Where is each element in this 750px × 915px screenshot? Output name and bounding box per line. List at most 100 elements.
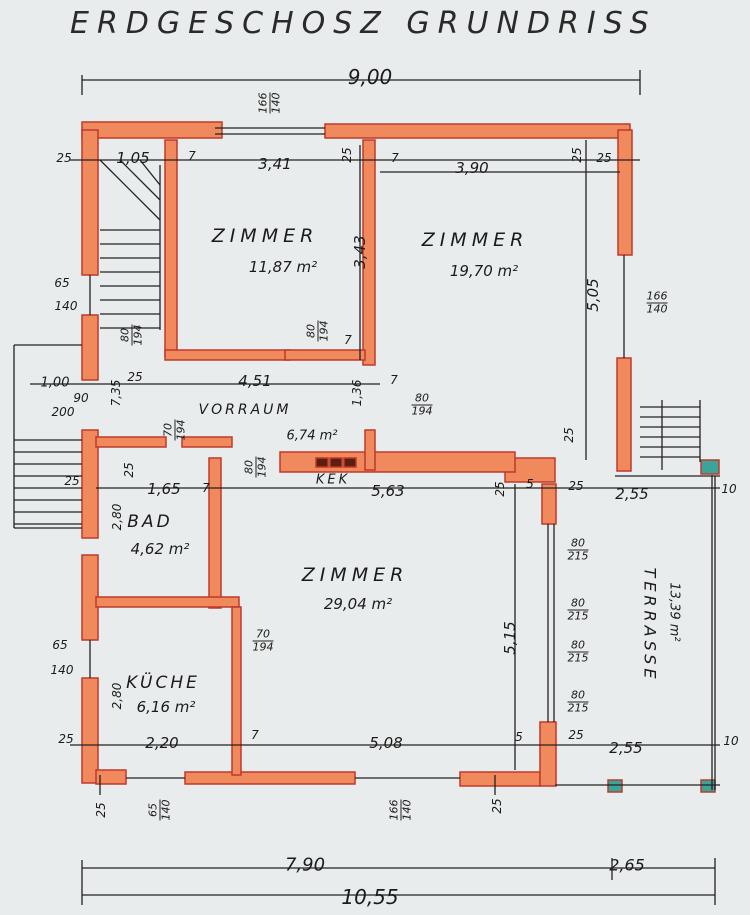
wall-segment: [208, 457, 222, 609]
dim-25: 25: [94, 802, 108, 818]
room-keller-name: KEK: [315, 472, 351, 488]
wall-segment: [362, 139, 376, 366]
stair-step: [99, 159, 161, 221]
wall-segment: [324, 123, 631, 139]
dim-h343: 3,43: [351, 235, 369, 269]
dim-25: 25: [127, 370, 143, 384]
dim-h280a: 2,80: [110, 503, 124, 531]
room-bad-name: BAD: [127, 512, 173, 532]
wall-segment: [95, 769, 127, 785]
room-zimmer-ne-name: ZIMMER: [421, 229, 529, 251]
dim-7: 7: [390, 373, 398, 387]
dim-25: 25: [340, 147, 354, 163]
dim-25: 25: [568, 728, 584, 742]
dim-7: 7: [344, 333, 352, 347]
dim-25: 25: [56, 151, 72, 165]
dim-top-left-w: 1,05: [116, 149, 150, 167]
wall-segment: [364, 429, 376, 471]
wall-segment: [81, 121, 223, 139]
dim-top-total: 9,00: [347, 65, 393, 89]
dim-25: 25: [596, 151, 612, 165]
room-vorraum-area: 6,74 m²: [286, 428, 338, 444]
wall-segment: [164, 349, 291, 361]
dim-140: 140: [54, 299, 78, 313]
room-zimmer-ne-area: 19,70 m²: [449, 262, 519, 280]
dim-7: 7: [202, 481, 210, 495]
dim-bottom-sub-left: 7,90: [284, 854, 326, 876]
wall-segment: [95, 436, 167, 448]
dim-25: 25: [64, 474, 80, 488]
dim-5: 5: [515, 730, 523, 744]
dim-w451: 4,51: [238, 372, 272, 390]
dim-5: 5: [526, 477, 534, 491]
vent: [315, 457, 329, 468]
dim-65: 65: [54, 276, 70, 290]
room-terrasse-name: TERRASSE: [640, 567, 660, 683]
wall-segment: [616, 357, 632, 472]
dim-140: 140: [50, 663, 74, 677]
dim-w255b: 2,55: [609, 739, 643, 757]
dim-h515: 5,15: [501, 621, 519, 655]
wall-segment: [231, 606, 242, 776]
wall-segment: [81, 129, 99, 276]
stair-step: [139, 159, 161, 186]
dim-w255a: 2,55: [615, 485, 649, 503]
wall-segment: [181, 436, 233, 448]
walls: [81, 121, 720, 793]
dim-w200: 200: [51, 405, 75, 419]
wall-segment: [459, 771, 541, 787]
dim-25: 25: [58, 732, 74, 746]
dim-7: 7: [188, 149, 196, 163]
dim-w100: 1,00: [40, 375, 70, 391]
dim-h505: 5,05: [584, 278, 602, 312]
terrace-post: [700, 779, 716, 793]
dim-bottom-sub-right: 2,65: [609, 855, 645, 875]
vent: [343, 457, 357, 468]
dim-h135: 7,35: [109, 379, 123, 407]
dim-w341: 3,41: [258, 155, 292, 173]
terrace-post: [700, 459, 720, 475]
dim-w165: 1,65: [147, 480, 181, 498]
dim-25: 25: [568, 479, 584, 493]
dim-w390: 3,90: [455, 159, 489, 177]
vent: [329, 457, 343, 468]
dim-bottom-total: 10,55: [341, 885, 399, 909]
dim-25: 25: [562, 427, 576, 443]
wall-segment: [539, 721, 557, 787]
dim-w563: 5,63: [371, 482, 405, 500]
plan-title: ERDGESCHOSZ GRUNDRISS: [70, 6, 657, 41]
wall-segment: [284, 349, 366, 361]
room-terrasse-area: 13,39 m²: [666, 582, 682, 642]
room-zimmer-nw-area: 11,87 m²: [248, 258, 318, 276]
dim-25: 25: [493, 481, 507, 497]
room-zimmer-main-area: 29,04 m²: [323, 595, 393, 613]
room-kueche-area: 6,16 m²: [136, 698, 196, 716]
dim-25: 25: [570, 147, 584, 163]
dim-h136: 1,36: [350, 379, 364, 407]
room-bad-area: 4,62 m²: [130, 540, 190, 558]
dim-w220: 2,20: [145, 734, 179, 752]
dim-10: 10: [723, 734, 739, 748]
room-kueche-name: KÜCHE: [126, 673, 200, 693]
room-zimmer-nw-name: ZIMMER: [211, 225, 319, 247]
wall-segment: [81, 429, 99, 539]
dim-7: 7: [251, 728, 259, 742]
dim-10: 10: [721, 482, 737, 496]
wall-segment: [184, 771, 356, 785]
dim-65: 65: [52, 638, 68, 652]
wall-segment: [617, 129, 633, 256]
dim-h280b: 2,80: [110, 682, 124, 710]
